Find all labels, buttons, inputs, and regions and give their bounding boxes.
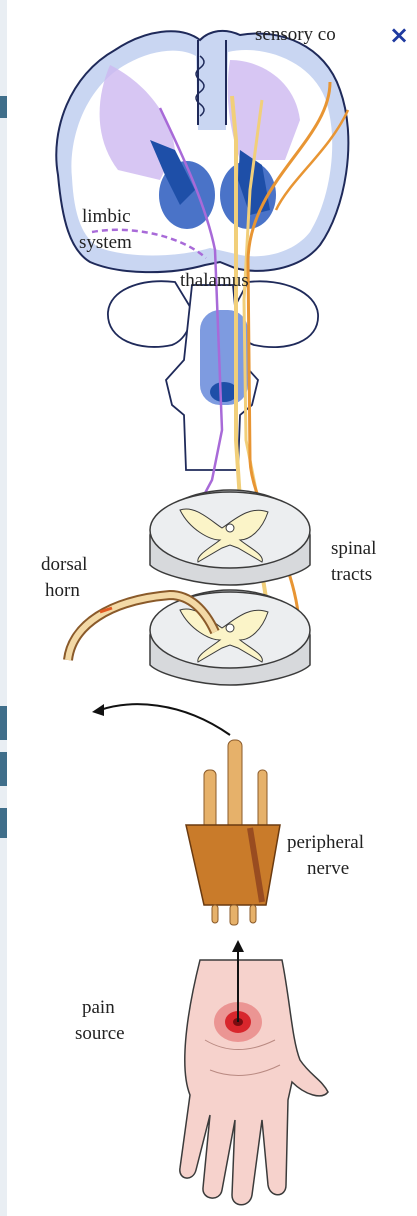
pain-pathway-diagram [12,0,417,1216]
sensory-cortex-label: sensory co [255,24,336,46]
brainstem [108,281,318,470]
peripheral-label-line1: peripheral [287,832,364,854]
nerve-fiber [258,770,267,830]
spinal-cord-upper [150,490,310,585]
nerve-bundle [186,825,280,905]
arrow-head [92,704,104,716]
dorsal-label-line2: horn [45,580,80,602]
dorsal-label-line1: dorsal [41,554,87,576]
brainstem-core [210,382,238,402]
nerve-end [250,905,256,923]
pain-label-line1: pain [82,997,115,1019]
lower-central-canal [226,624,234,632]
spinal-cord-lower [150,590,310,685]
edge-marker [0,706,7,740]
arrow-curve [100,704,230,735]
thalamus-label: thalamus [180,270,249,292]
limbic-label-line1: limbic [82,206,131,228]
peripheral-nerve [186,740,280,925]
pain-arrow-head [232,940,244,952]
spinal-label-line1: spinal [331,538,376,560]
hand [180,940,328,1205]
window-edge [0,0,7,1216]
peripheral-label-line2: nerve [307,858,349,880]
pain-label-line2: source [75,1023,125,1045]
pain-pathway-panel: sensory co × limbic system thalamus spin… [12,0,417,1216]
upper-central-canal [226,524,234,532]
edge-marker [0,752,7,786]
palm [180,960,328,1205]
edge-marker [0,96,7,118]
spinal-label-line2: tracts [331,564,372,586]
nerve-end [230,905,238,925]
signal-arrow [92,704,230,735]
nerve-end [212,905,218,923]
limbic-label-line2: system [79,232,132,254]
nerve-fiber [204,770,216,830]
edge-marker [0,808,7,838]
close-icon[interactable]: × [386,22,412,48]
nerve-fiber [228,740,242,830]
